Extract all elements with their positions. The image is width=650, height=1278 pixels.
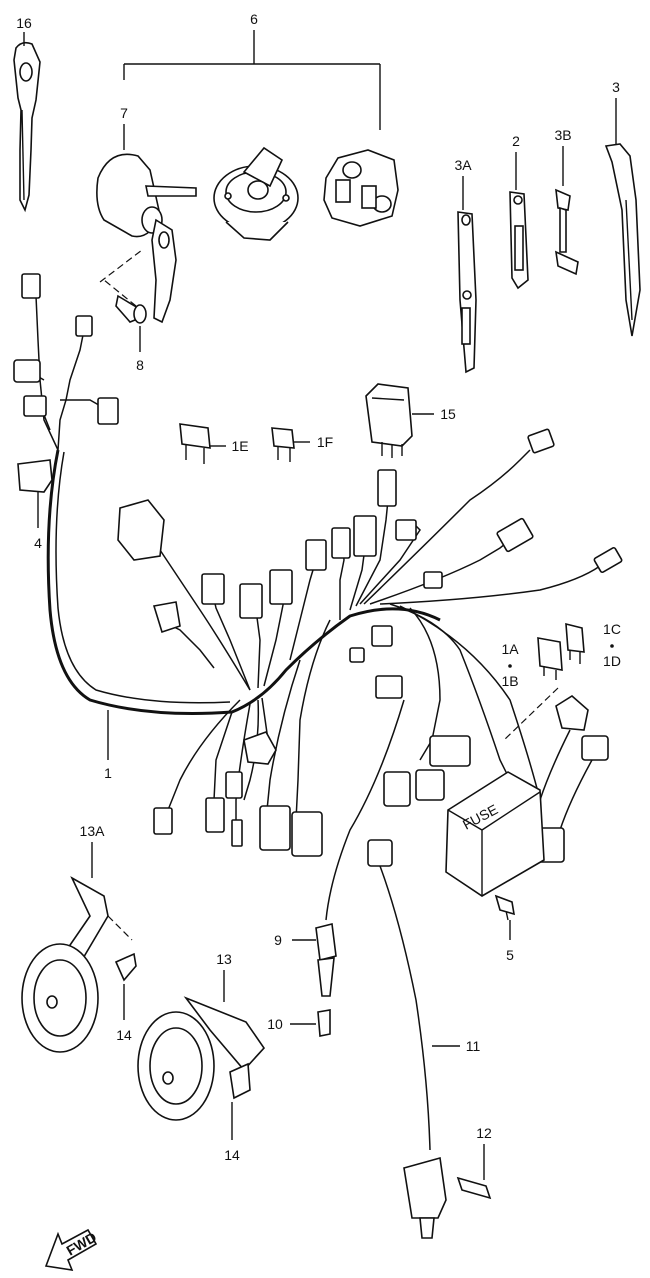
label-8: 8 — [136, 357, 144, 373]
connector — [201, 573, 225, 605]
label-1E: 1E — [231, 438, 248, 454]
connector — [269, 569, 293, 605]
key-icon — [13, 41, 41, 213]
connector — [527, 428, 555, 454]
label-10: 10 — [267, 1016, 283, 1032]
connector — [243, 731, 277, 765]
label-2: 2 — [512, 133, 520, 149]
clamp-icon — [555, 188, 579, 276]
label-3B: 3B — [554, 127, 571, 143]
connector — [581, 735, 609, 761]
label-1B: 1B — [501, 673, 518, 689]
connector — [205, 797, 225, 833]
connector — [23, 395, 47, 417]
label-3A: 3A — [454, 157, 472, 173]
fuse-icon — [565, 622, 585, 664]
sensor-icon — [403, 1156, 447, 1239]
fuse-icon — [179, 423, 211, 464]
connector — [239, 583, 263, 619]
connector — [153, 807, 173, 835]
connector — [231, 819, 243, 847]
label-14: 14 — [224, 1147, 240, 1163]
screw-icon — [456, 1176, 492, 1200]
label-1C: 1C — [603, 621, 621, 637]
label-6: 6 — [250, 11, 258, 27]
connector — [423, 571, 443, 589]
screw-icon — [229, 1062, 251, 1100]
screw-icon — [114, 952, 137, 982]
fuel-cap-lock-icon — [213, 146, 299, 241]
label-4: 4 — [34, 535, 42, 551]
connector — [429, 735, 471, 767]
connector — [305, 539, 327, 571]
connector — [375, 675, 403, 699]
connector — [593, 547, 623, 573]
wiring-harness: 4 — [13, 273, 623, 863]
connector — [496, 517, 534, 553]
connector — [117, 499, 165, 561]
connector — [383, 771, 411, 807]
connector — [75, 315, 93, 337]
label-3: 3 — [612, 79, 620, 95]
label-7: 7 — [120, 105, 128, 121]
clamp-icon — [509, 191, 529, 290]
label-1D: 1D — [603, 653, 621, 669]
fuse-box: FUSE — [445, 771, 545, 897]
connector — [259, 805, 291, 851]
connector — [97, 397, 119, 425]
label-5: 5 — [506, 947, 514, 963]
connector — [225, 771, 243, 799]
label-12: 12 — [476, 1125, 492, 1141]
fwd-arrow-icon: FWD — [44, 1229, 99, 1272]
connector — [555, 695, 589, 731]
connector — [291, 811, 323, 857]
label-1F: 1F — [317, 434, 333, 450]
label-11: 11 — [466, 1038, 481, 1054]
label-1: 1 — [104, 765, 112, 781]
connector — [395, 519, 417, 541]
connector — [21, 273, 41, 299]
ignition-switch-icon — [96, 153, 197, 324]
fuse-icon — [271, 427, 295, 462]
label-9: 9 — [274, 932, 282, 948]
label-13A: 13A — [80, 823, 106, 839]
clamp-icon — [17, 459, 53, 493]
relay-icon — [365, 383, 413, 458]
connector — [353, 515, 377, 557]
fuse-icon — [537, 637, 563, 680]
clamp-icon — [604, 143, 641, 337]
connector — [349, 647, 365, 663]
connector — [152, 601, 181, 634]
horn-icon — [21, 876, 109, 1053]
label-15: 15 — [440, 406, 456, 422]
label-16: 16 — [16, 15, 32, 31]
horn-icon — [137, 996, 266, 1121]
label-1A: 1A — [501, 641, 519, 657]
label-14: 14 — [116, 1027, 132, 1043]
seat-lock-icon — [323, 149, 399, 227]
connector — [331, 527, 351, 559]
connector — [377, 469, 397, 507]
sensor-icon — [315, 923, 337, 997]
screw-icon — [494, 894, 515, 916]
washer-icon — [317, 1009, 331, 1037]
screw-icon — [115, 294, 147, 324]
connector — [371, 625, 393, 647]
connector — [415, 769, 445, 801]
label-13: 13 — [216, 951, 232, 967]
clamp-icon — [457, 211, 477, 374]
connector — [13, 359, 41, 383]
connector — [367, 839, 393, 867]
